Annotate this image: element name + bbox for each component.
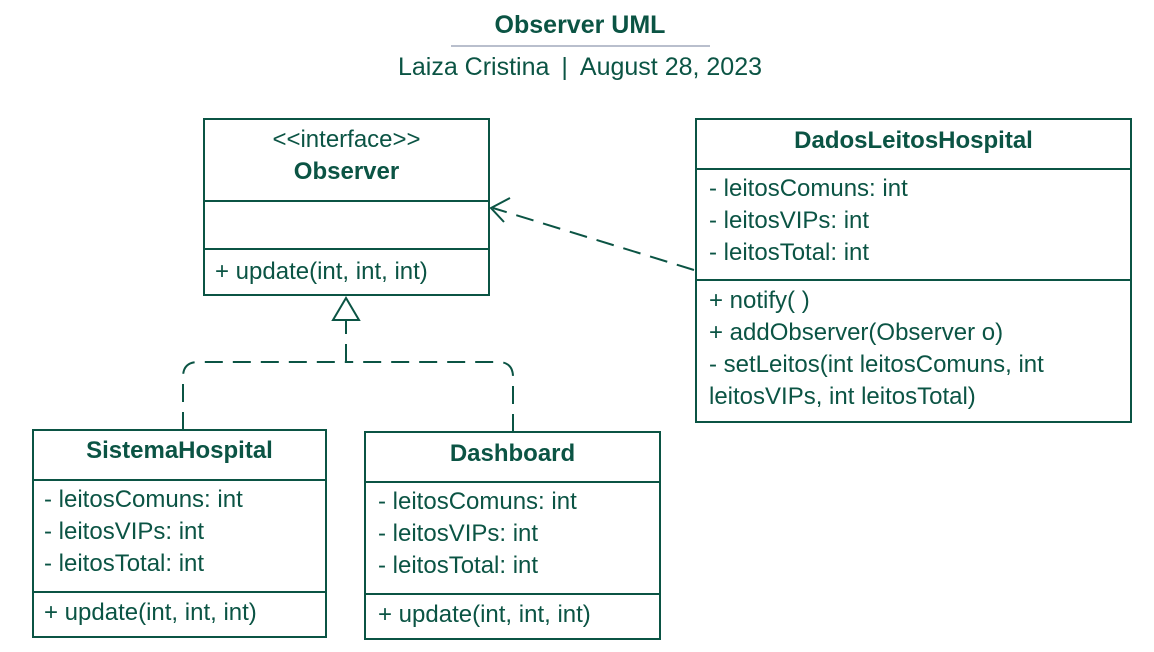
dados-attribute-leitos-comuns: - leitosComuns: int [709,175,908,202]
dados-operation-set-leitos: - setLeitos(int leitosComuns, int leitos… [709,351,1044,410]
observer-stereotype: <<interface>> [272,126,421,153]
sistema-operation-update: + update(int, int, int) [44,599,257,626]
dashboard-operations-compartment: + update(int, int, int) [366,595,659,631]
dashboard-name-compartment: Dashboard [366,433,659,483]
realization-arrowhead [331,296,361,321]
sistema-name-compartment: SistemaHospital [34,431,325,481]
observer-operation-update: + update(int, int, int) [215,258,428,285]
sistema-attribute-leitos-vips: - leitosVIPs: int [44,518,205,545]
sistema-operations-compartment: + update(int, int, int) [34,593,325,629]
dashboard-attribute-leitos-total: - leitosTotal: int [378,552,539,579]
realization-line-dashboard [346,361,514,432]
diagram-title: Observer UML [494,11,666,39]
dados-name-compartment: DadosLeitosHospital [697,120,1130,170]
class-sistema-hospital[interactable]: SistemaHospital - leitosComuns: int - le… [32,429,327,638]
dados-attribute-leitos-total: - leitosTotal: int [709,239,870,266]
sistema-class-name: SistemaHospital [86,437,273,464]
subtitle-separator: | [561,53,568,81]
observer-name-compartment: <<interface>> Observer [205,120,488,202]
title-underline [451,45,710,47]
sistema-attribute-leitos-total: - leitosTotal: int [44,550,205,577]
dependency-line [492,207,695,271]
dados-attribute-leitos-vips: - leitosVIPs: int [709,207,870,234]
dados-operation-add-observer: + addObserver(Observer o) [709,319,1004,346]
dashboard-operation-update: + update(int, int, int) [378,601,591,628]
observer-class-name: Observer [293,158,400,185]
diagram-date: August 28, 2023 [579,53,763,81]
observer-attributes-compartment [205,202,488,250]
dashboard-attribute-leitos-vips: - leitosVIPs: int [378,520,539,547]
realization-line-sistema [182,361,346,430]
dashboard-attribute-leitos-comuns: - leitosComuns: int [378,488,577,515]
diagram-subtitle: Laiza Cristina | August 28, 2023 [0,52,1154,82]
dados-operation-notify: + notify( ) [709,287,810,314]
dados-class-name: DadosLeitosHospital [794,127,1033,154]
dados-attributes-compartment: - leitosComuns: int - leitosVIPs: int - … [697,170,1130,281]
class-dashboard[interactable]: Dashboard - leitosComuns: int - leitosVI… [364,431,661,640]
class-dados-leitos-hospital[interactable]: DadosLeitosHospital - leitosComuns: int … [695,118,1132,423]
dependency-arrowhead [489,197,511,223]
dashboard-class-name: Dashboard [449,440,576,467]
dados-operations-compartment: + notify( ) + addObserver(Observer o) - … [697,281,1130,413]
observer-operations-compartment: + update(int, int, int) [205,250,488,288]
author-name: Laiza Cristina [397,53,550,81]
dashboard-attributes-compartment: - leitosComuns: int - leitosVIPs: int - … [366,483,659,595]
sistema-attributes-compartment: - leitosComuns: int - leitosVIPs: int - … [34,481,325,593]
class-observer[interactable]: <<interface>> Observer + update(int, int… [203,118,490,296]
sistema-attribute-leitos-comuns: - leitosComuns: int [44,486,243,513]
